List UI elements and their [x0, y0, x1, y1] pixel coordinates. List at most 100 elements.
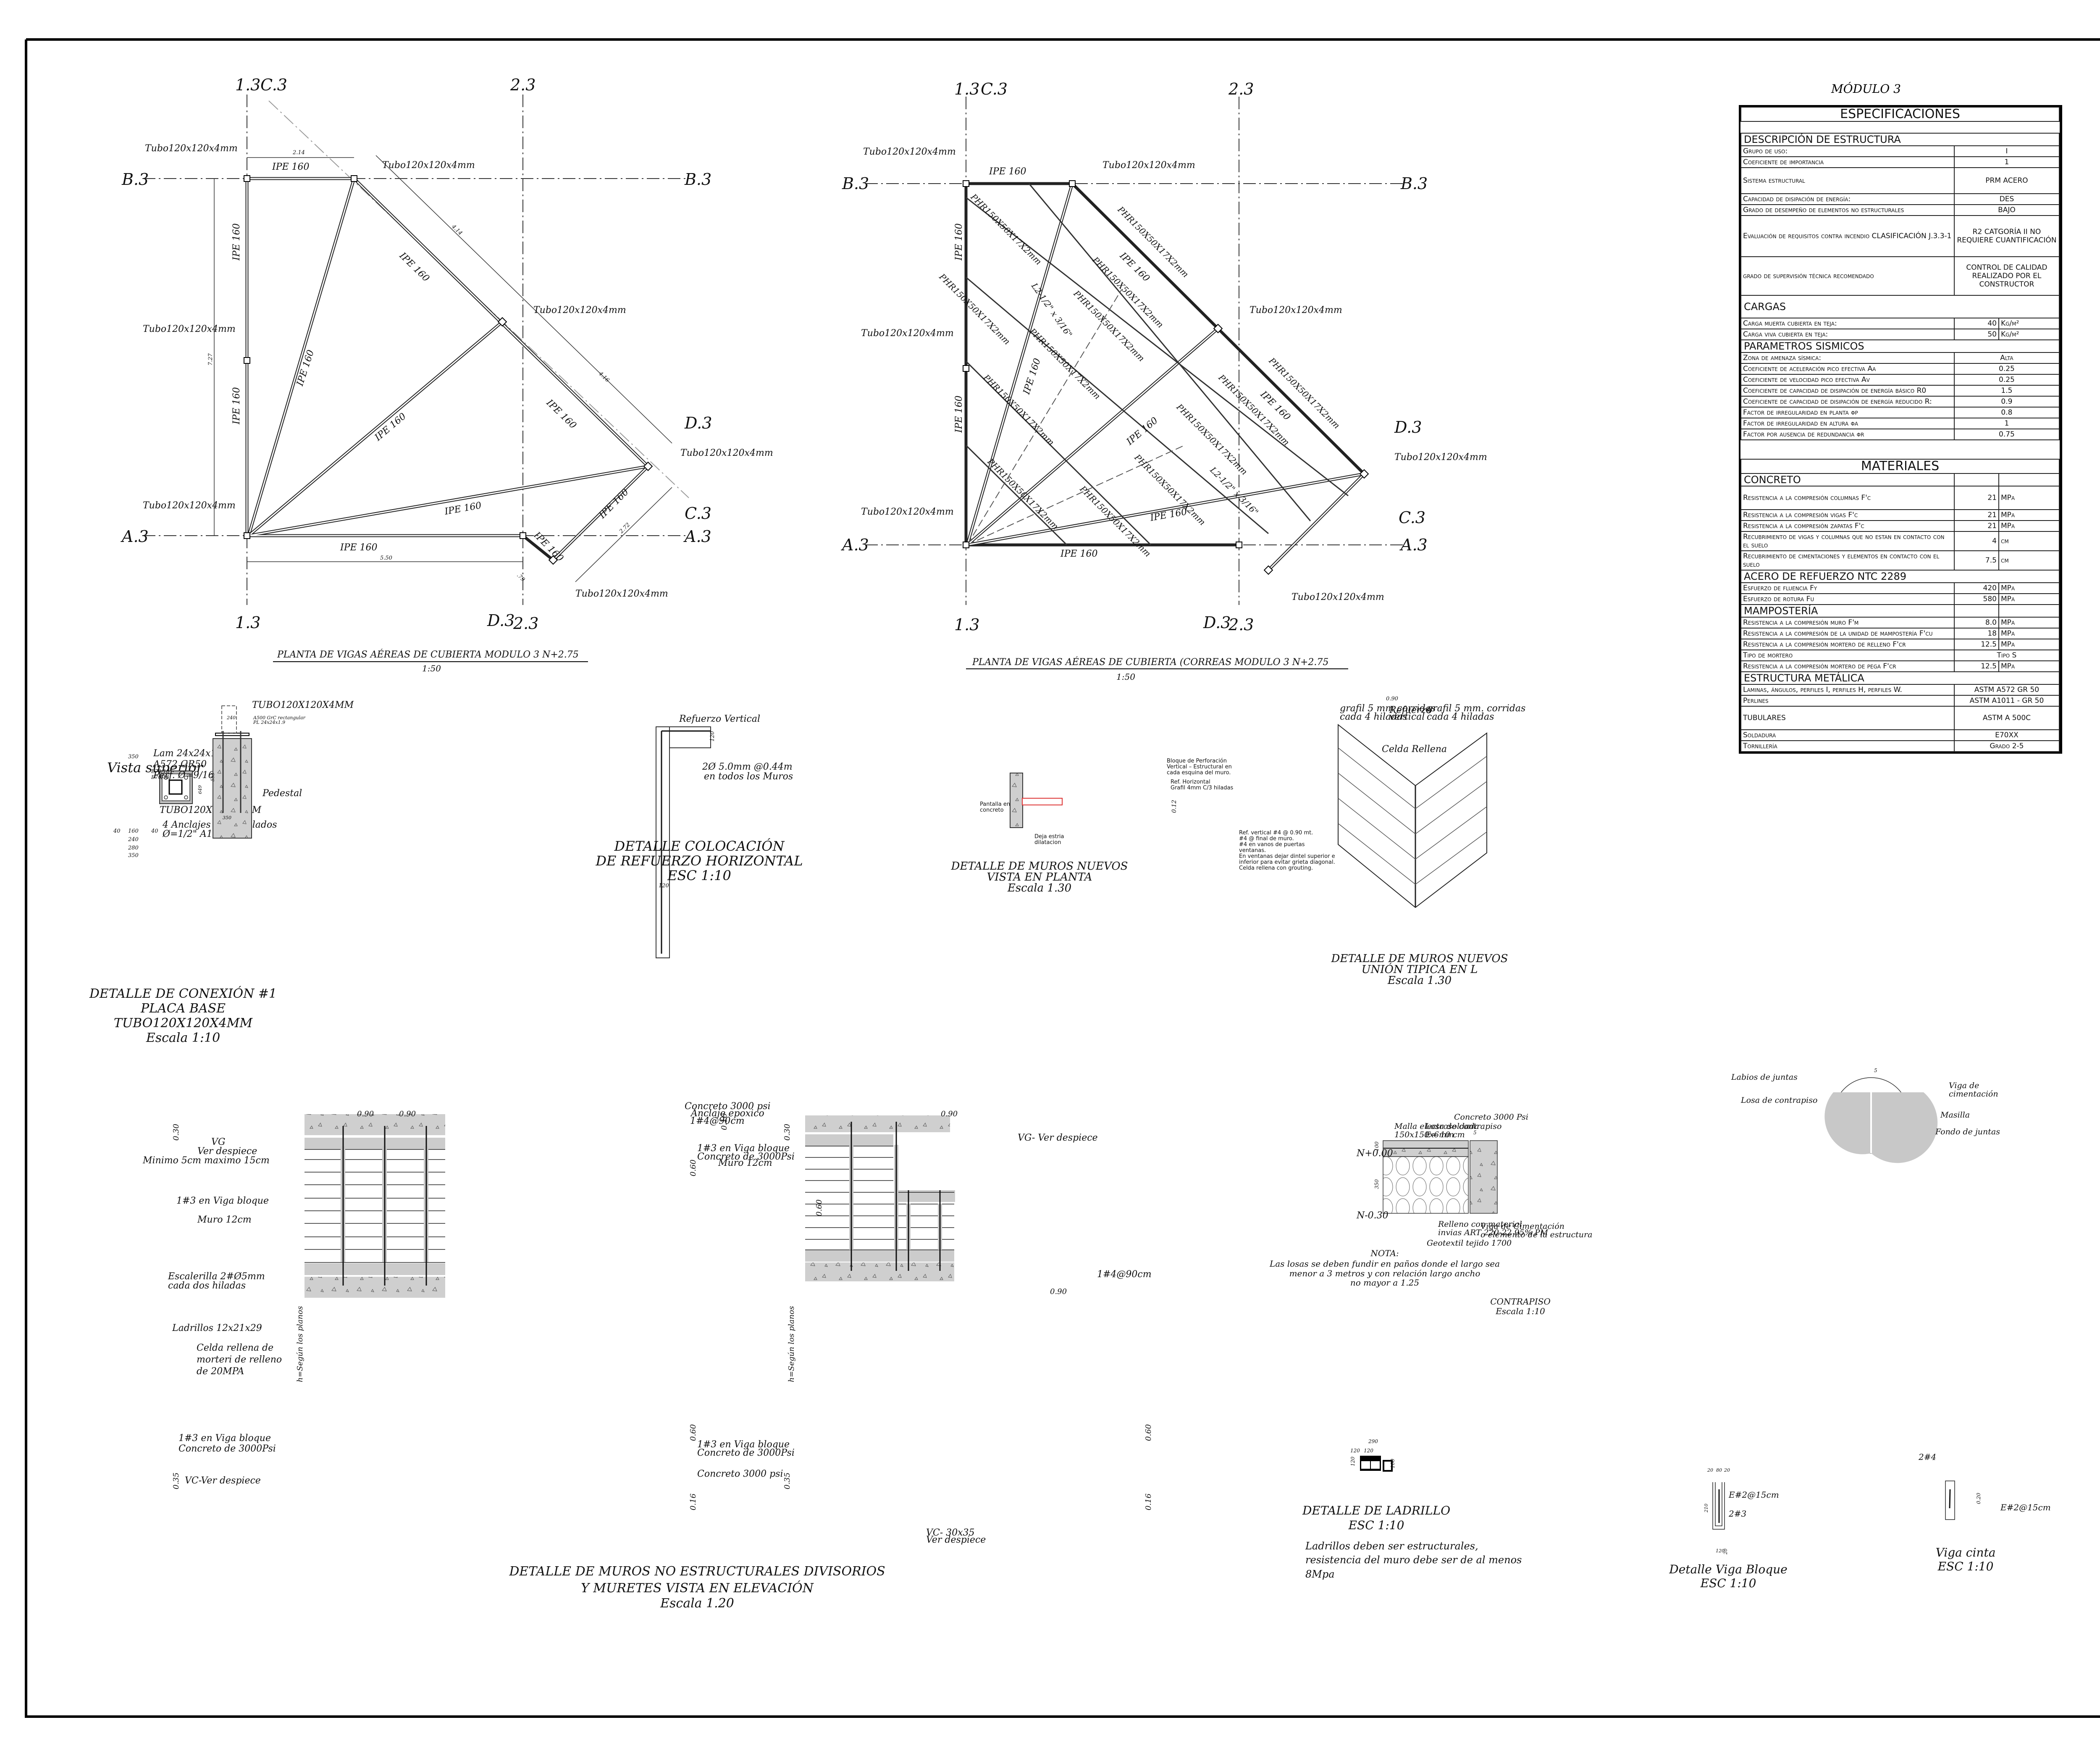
svg-text:100: 100	[1374, 1141, 1380, 1151]
svg-text:VC- 30x35: VC- 30x35	[926, 1528, 975, 1538]
svg-text:2.72: 2.72	[618, 522, 632, 535]
svg-text:Tubo120x120x4mm: Tubo120x120x4mm	[143, 500, 236, 511]
svg-text:Escala 1.30: Escala 1.30	[1007, 882, 1071, 894]
svg-text:0.30: 0.30	[783, 1124, 792, 1141]
svg-text:5: 5	[1874, 1068, 1877, 1073]
svg-text:.79: .79	[515, 572, 526, 583]
axis-label: B.3	[1400, 174, 1428, 193]
svg-text:IPE 160: IPE 160	[1060, 549, 1098, 559]
axis-label: D.3	[487, 611, 514, 630]
svg-text:IPE 160: IPE 160	[954, 223, 964, 261]
svg-text:menor a 3 metros y con relació: menor a 3 metros y con relación largo an…	[1289, 1268, 1480, 1278]
svg-text:CONTRAPISO: CONTRAPISO	[1490, 1296, 1551, 1307]
svg-text:Relleno con material: Relleno con material	[1438, 1220, 1522, 1229]
svg-text:L2-1/2" x 3/16": L2-1/2" x 3/16"	[1208, 465, 1260, 517]
svg-text:Tubo120x120x4mm: Tubo120x120x4mm	[145, 143, 238, 154]
svg-text:de 20MPA: de 20MPA	[197, 1366, 244, 1377]
svg-text:resistencia del muro debe ser: resistencia del muro debe ser de al meno…	[1305, 1554, 1522, 1566]
svg-text:IPE 160: IPE 160	[1021, 357, 1043, 396]
svg-text:Losa de contrapiso: Losa de contrapiso	[1425, 1122, 1502, 1131]
svg-text:Refuerzo Vertical: Refuerzo Vertical	[679, 714, 760, 724]
svg-text:Escala 1:10: Escala 1:10	[146, 1031, 220, 1045]
svg-text:150x150x6mm: 150x150x6mm	[1394, 1130, 1454, 1139]
svg-text:PHR150X50X17X2mm: PHR150X50X17X2mm	[1267, 355, 1342, 431]
materiales-title: MATERIALES	[1740, 459, 2060, 474]
svg-text:5: 5	[1473, 1130, 1477, 1136]
svg-text:350: 350	[1374, 1179, 1380, 1189]
svg-text:en todos los Muros: en todos los Muros	[704, 771, 793, 782]
svg-text:A500 GrC rectangular: A500 GrC rectangular	[253, 715, 306, 721]
svg-text:TUBO120X120X4MM: TUBO120X120X4MM	[252, 700, 354, 710]
spec-row: Resistencia a la compresión columnas F'c…	[1740, 486, 2060, 510]
svg-text:IPE 160: IPE 160	[544, 397, 578, 431]
svg-text:UNIÓN TIPICA EN L: UNIÓN TIPICA EN L	[1362, 962, 1478, 976]
svg-text:Tubo120x120x4mm: Tubo120x120x4mm	[143, 324, 236, 334]
svg-text:Viga de Cimentación: Viga de Cimentación	[1480, 1222, 1564, 1231]
sheet-frame	[25, 38, 2100, 1718]
svg-text:Concreto 3000 Psi: Concreto 3000 Psi	[1454, 1112, 1528, 1122]
svg-text:120: 120	[659, 883, 669, 889]
spec-section-sismicos: PARAMETROS SISMICOS	[1740, 339, 2060, 353]
svg-text:Concreto 3000 psi: Concreto 3000 psi	[697, 1469, 783, 1479]
spec-section-concreto: CONCRETO	[1740, 473, 1955, 486]
plan-1-roof-beams: 1.3 C.3 2.3 B.3 B.3 A.3 A.3 D.3 C.3 1.3 …	[121, 76, 773, 673]
svg-text:E70/18: E70/18	[151, 768, 170, 774]
svg-text:Ladrillos 12x21x29: Ladrillos 12x21x29	[172, 1323, 262, 1333]
svg-text:ESC 1:10: ESC 1:10	[667, 868, 731, 884]
spec-row: Laminas, ángulos, perfiles I, perfiles H…	[1740, 684, 2060, 696]
spec-title: ESPECIFICACIONES	[1740, 107, 2060, 122]
svg-text:Viga de: Viga de	[1949, 1081, 1979, 1090]
svg-text:inferior para evitar grieta di: inferior para evitar grieta diagonal.	[1239, 859, 1335, 865]
svg-text:1#3 en Viga bloque: 1#3 en Viga bloque	[176, 1196, 269, 1206]
svg-text:DETALLE DE CONEXIÓN #1: DETALLE DE CONEXIÓN #1	[89, 986, 277, 1001]
spec-row: Resistencia a la compresión de la unidad…	[1740, 628, 2060, 639]
svg-text:PHR150X50X17X2mm: PHR150X50X17X2mm	[1174, 402, 1250, 477]
svg-text:Muro 12cm: Muro 12cm	[197, 1215, 252, 1225]
svg-text:Escala 1:10: Escala 1:10	[1495, 1306, 1545, 1316]
svg-text:Tubo120x120x4mm: Tubo120x120x4mm	[1292, 592, 1384, 602]
svg-text:Tubo120x120x4mm: Tubo120x120x4mm	[1394, 452, 1487, 463]
svg-text:0.30: 0.30	[172, 1124, 181, 1141]
spec-row: Resistencia a la compresión mortero de p…	[1740, 660, 2060, 672]
svg-text:Minimo 5cm maximo 15cm: Minimo 5cm maximo 15cm	[142, 1155, 270, 1166]
svg-text:IPE 160: IPE 160	[1124, 415, 1160, 448]
svg-text:TUBO120X120X4MM: TUBO120X120X4MM	[114, 1016, 253, 1031]
svg-text:2Ø 5.0mm @0.44m: 2Ø 5.0mm @0.44m	[702, 762, 793, 772]
svg-text:DETALLE DE MUROS NUEVOS: DETALLE DE MUROS NUEVOS	[951, 860, 1128, 873]
module-label: MÓDULO 3	[1831, 82, 1901, 96]
column-icon	[497, 317, 507, 327]
svg-text:dilatacion: dilatacion	[1034, 839, 1061, 846]
svg-text:Tubo120x120x4mm: Tubo120x120x4mm	[533, 305, 626, 316]
svg-text:DETALLE DE LADRILLO: DETALLE DE LADRILLO	[1302, 1504, 1450, 1517]
axis-label: 1.3	[954, 615, 979, 634]
spec-row: Coeficiente de velocidad pico efectiva A…	[1740, 374, 2060, 386]
svg-text:1#4@90cm: 1#4@90cm	[690, 1116, 745, 1126]
plan-1-title: PLANTA DE VIGAS AÉREAS DE CUBIERTA MODUL…	[277, 649, 579, 660]
svg-text:morteri de relleno: morteri de relleno	[197, 1354, 282, 1365]
tie-beam-detail: 2#4 E#2@15cm 0.20 Viga cinta ESC 1:10	[1918, 1452, 2051, 1573]
svg-text:0.90: 0.90	[941, 1110, 958, 1118]
svg-text:Ladrillos deben ser estructura: Ladrillos deben ser estructurales,	[1305, 1540, 1478, 1552]
svg-text:0.60: 0.60	[689, 1424, 698, 1441]
svg-text:Escalerilla 2#Ø5mm: Escalerilla 2#Ø5mm	[168, 1271, 265, 1282]
horizontal-reinforcement-detail: Refuerzo Vertical 2Ø 5.0mm @0.44m en tod…	[595, 714, 803, 958]
svg-text:7.27: 7.27	[207, 353, 214, 366]
brick-detail: 290 120 120 120 100 DETALLE DE LADRILLO …	[1302, 1438, 1522, 1580]
svg-text:PHR150X50X17X2mm: PHR150X50X17X2mm	[1078, 484, 1153, 559]
svg-text:IPE 160: IPE 160	[989, 166, 1026, 177]
svg-text:concreto: concreto	[980, 807, 1004, 813]
plan-1-scale: 1:50	[422, 663, 441, 673]
svg-text:PHR150X50X17X2mm: PHR150X50X17X2mm	[981, 372, 1056, 447]
svg-text:0.35: 0.35	[172, 1473, 181, 1489]
svg-text:E#2@15cm: E#2@15cm	[2000, 1502, 2051, 1512]
svg-text:Tubo120x120x4mm: Tubo120x120x4mm	[680, 448, 773, 458]
svg-text:0.60: 0.60	[815, 1199, 824, 1216]
svg-text:Losa de contrapiso: Losa de contrapiso	[1740, 1096, 1817, 1105]
svg-text:Concreto 3000 psi: Concreto 3000 psi	[685, 1101, 771, 1112]
axis-label: A.3	[841, 536, 869, 554]
